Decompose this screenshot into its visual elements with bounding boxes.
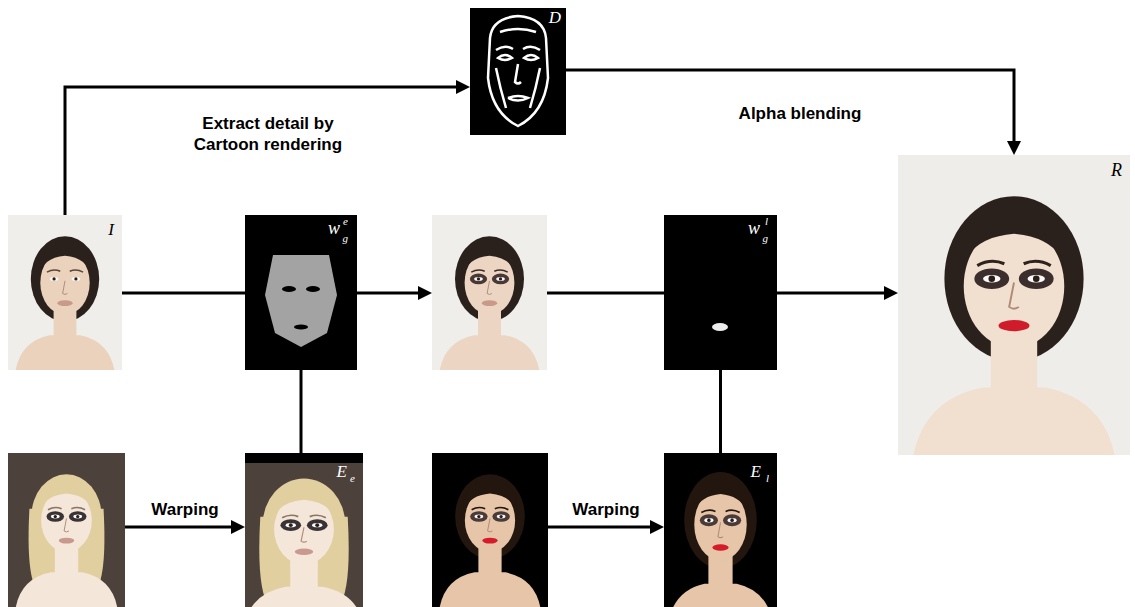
symbol-label: E	[751, 463, 761, 480]
flow-arrow	[357, 292, 426, 295]
forehead-line	[500, 29, 536, 32]
superscript: l	[765, 216, 768, 227]
cheek-line	[496, 68, 506, 108]
flow-arrow	[777, 292, 892, 295]
subscript: l	[766, 473, 769, 484]
mask-ground	[245, 215, 357, 370]
mouth-line	[508, 96, 528, 101]
brow-line	[496, 47, 513, 50]
subscript: g	[343, 233, 349, 244]
lip-mask-panel: wgl	[664, 215, 777, 370]
intermediate-photo	[432, 215, 547, 370]
subscript: g	[763, 233, 769, 244]
mask-region	[265, 255, 337, 347]
input-photo	[8, 215, 122, 370]
step-label: Warping	[151, 500, 218, 520]
detail-map-panel: D	[470, 8, 566, 135]
eye-line	[498, 55, 512, 60]
result-image-panel: R	[898, 155, 1130, 455]
lip-mask	[664, 215, 777, 370]
flow-arrow	[65, 87, 464, 215]
result-photo	[898, 155, 1130, 455]
nose-line	[515, 64, 521, 84]
connector-line	[719, 370, 722, 453]
mask-hole	[294, 325, 308, 330]
symbol-label: R	[1111, 161, 1122, 179]
subscript: e	[350, 473, 355, 484]
detail-map	[470, 8, 566, 135]
mask-region	[712, 323, 728, 331]
symbol-label: D	[549, 9, 561, 26]
flow-line	[547, 292, 664, 295]
eye-mask-panel: wge	[245, 215, 357, 370]
mask-hole	[306, 286, 320, 292]
flow-arrow	[566, 70, 1014, 149]
lip-example-photo	[432, 453, 548, 607]
symbol-label: E	[337, 463, 347, 480]
edge-label: Extract detail by Cartoon rendering	[179, 113, 357, 156]
warped-lip-panel: El	[664, 453, 777, 607]
cartoon-lines	[488, 16, 548, 126]
warped-photo	[245, 455, 363, 607]
warp-arrow	[125, 526, 239, 529]
eye-example-photo	[8, 453, 125, 607]
face-outline	[488, 16, 548, 126]
edge-label: Alpha blending	[725, 103, 875, 124]
mask-ground	[664, 215, 777, 370]
warp-arrow	[548, 526, 658, 529]
connector-line	[300, 370, 303, 453]
step-label: Warping	[572, 500, 639, 520]
warped-lip-example	[664, 453, 777, 607]
warp-border	[245, 453, 363, 463]
symbol-label: w	[748, 219, 760, 237]
eye-line	[524, 55, 538, 60]
symbol-label: I	[108, 221, 114, 238]
cheek-line	[530, 68, 540, 108]
warped-photo	[664, 453, 777, 607]
brow-line	[523, 47, 540, 50]
warped-eye-example	[245, 453, 363, 607]
mask-hole	[282, 286, 296, 292]
map-ground	[470, 8, 566, 135]
eye-mask	[245, 215, 357, 370]
symbol-label: w	[328, 219, 340, 237]
warped-eye-panel: Ee	[245, 453, 363, 607]
connector-line	[122, 292, 245, 295]
superscript: e	[343, 216, 348, 227]
input-image-panel: I	[8, 215, 122, 370]
